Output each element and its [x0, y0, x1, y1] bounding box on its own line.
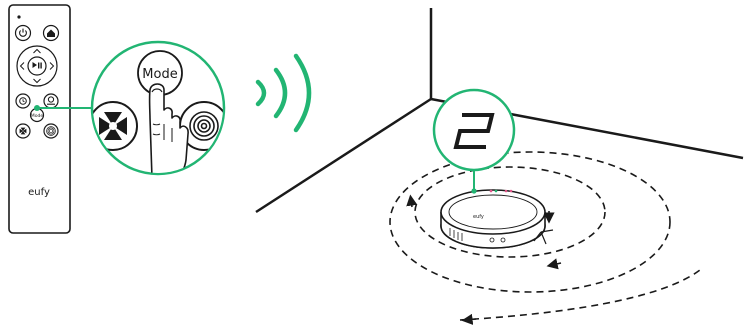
signal-waves-icon: [255, 53, 312, 133]
zoom-fan-button: [93, 101, 138, 151]
remote-brand-logo: eufy: [28, 187, 50, 198]
zoom-fan-icon: [99, 112, 127, 140]
dock-icon: [47, 96, 55, 105]
cleaning-path: [389, 151, 701, 321]
chevron-down-icon[interactable]: [33, 78, 41, 84]
arrow-up-icon: [406, 194, 418, 208]
robot-top: [440, 189, 546, 235]
zoom-callout: Mode: [90, 40, 226, 176]
clock-icon: [19, 97, 27, 105]
robot-vacuum: eufy: [440, 189, 554, 249]
direction-arrows: [406, 194, 562, 325]
remote-control: Mode eufy: [8, 4, 71, 234]
zoom-spiral-icon: [189, 111, 219, 141]
play-pause-button[interactable]: [27, 56, 47, 76]
recharge-button[interactable]: [43, 93, 59, 109]
direction-pad[interactable]: [16, 45, 58, 87]
robot-bumper-vents: [449, 228, 463, 241]
zoom-mode-button: Mode: [137, 50, 183, 96]
mode-button-label: Mode: [31, 113, 44, 119]
home-button[interactable]: [42, 24, 60, 42]
schedule-button[interactable]: [15, 93, 31, 109]
spot-clean-button[interactable]: [43, 123, 59, 139]
chevron-right-icon[interactable]: [49, 62, 55, 70]
robot-status-leds: [489, 189, 513, 193]
mode-number-glyph: [453, 113, 495, 149]
arrow-left-icon: [461, 313, 477, 325]
max-suction-button[interactable]: [15, 123, 31, 139]
remote-led: [17, 15, 21, 19]
mode-button[interactable]: Mode: [29, 107, 45, 123]
power-icon: [19, 28, 27, 37]
mode-display: 2: [432, 88, 516, 172]
play-pause-icon: [32, 62, 42, 69]
arrow-left-icon: [546, 258, 562, 270]
robot-brand-logo: eufy: [473, 214, 484, 220]
chevron-left-icon[interactable]: [19, 62, 25, 70]
callout-connector: [34, 105, 94, 111]
zoom-mode-label: Mode: [142, 67, 177, 82]
chevron-up-icon[interactable]: [33, 48, 41, 54]
home-icon: [47, 29, 55, 37]
side-brush: [533, 229, 554, 245]
power-button[interactable]: [14, 24, 32, 42]
finger-icon: [148, 83, 189, 173]
fan-icon: [19, 127, 27, 135]
spiral-icon: [46, 126, 56, 136]
